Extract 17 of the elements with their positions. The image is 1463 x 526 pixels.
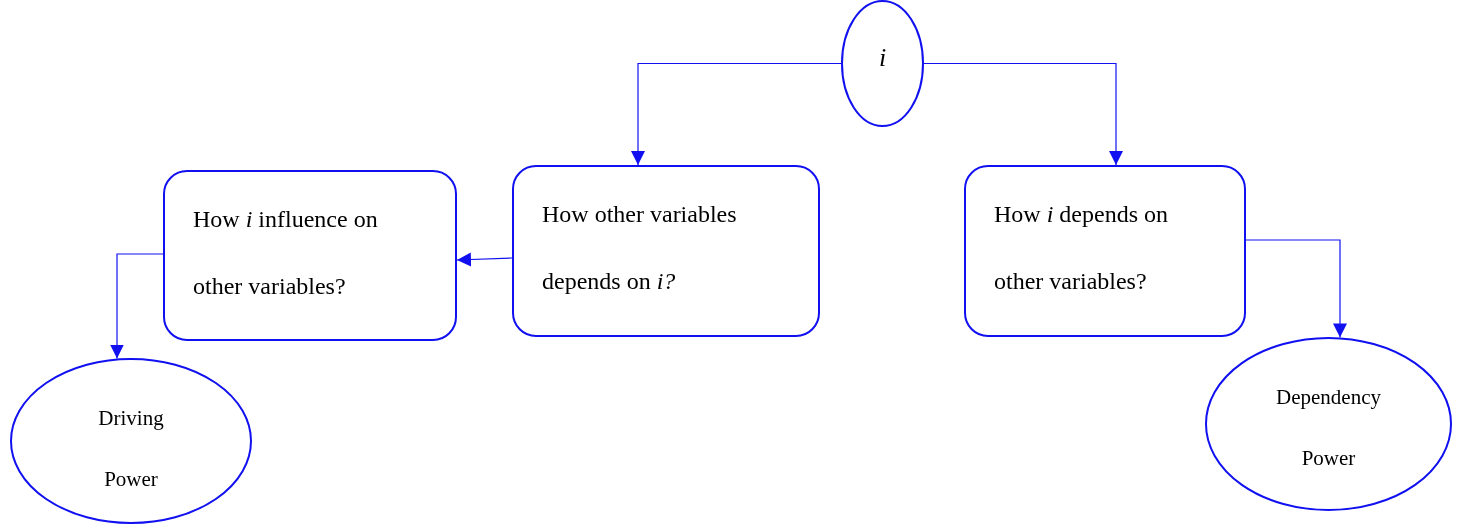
process-box [163,170,457,341]
arrow [923,62,1123,166]
arrow [1245,239,1347,338]
arrow [631,62,842,166]
process-box [964,165,1246,337]
node-text: How i influence on other variables? [193,205,379,302]
node-text: How i depends on other variables? [994,200,1169,297]
node-text: How other variables depends on i? [542,200,738,297]
ellipse-node [10,358,252,524]
node-text: Driving Power [97,405,165,493]
node-text: i [877,42,888,74]
node-text: Dependency Power [1275,384,1382,472]
arrow [110,253,164,360]
arrow [456,252,513,267]
process-box [512,165,820,337]
ellipse-node [841,0,924,127]
ellipse-node [1205,337,1452,511]
